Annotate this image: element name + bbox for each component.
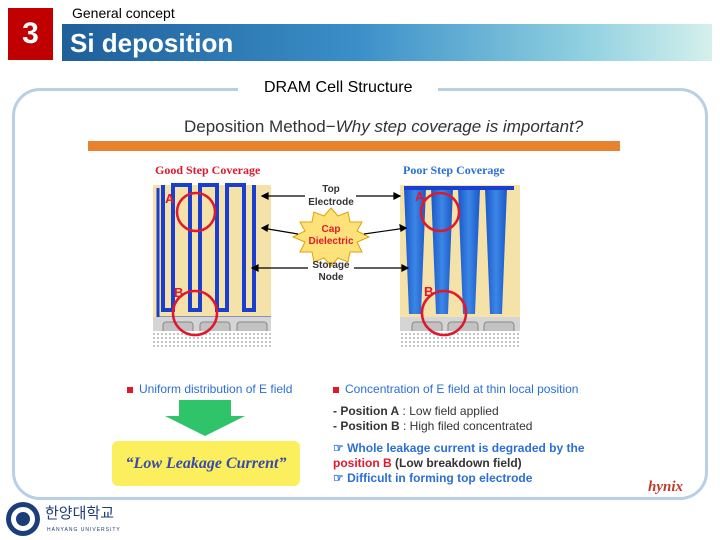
- low-leakage-result-box: “Low Leakage Current”: [112, 441, 300, 486]
- title-bar: [62, 24, 712, 61]
- leakage-note-line2: position B (Low breakdown field): [333, 456, 522, 470]
- university-seal-icon: [6, 502, 40, 536]
- orange-divider: [88, 141, 620, 151]
- frame-title: DRAM Cell Structure: [238, 79, 439, 97]
- bullet-square-icon: [333, 386, 339, 393]
- hynix-logo: hynix: [648, 479, 684, 495]
- uniform-distribution-text: Uniform distribution of E field: [139, 382, 293, 396]
- bullet-square-icon: [127, 386, 133, 393]
- poor-step-coverage-label: Poor Step Coverage: [403, 163, 505, 177]
- method-question: Why step coverage is important?: [335, 117, 584, 136]
- down-arrow-icon: [165, 400, 245, 436]
- position-a-label: - Position A: [333, 404, 400, 418]
- uniform-distribution-bullet: Uniform distribution of E field: [127, 382, 292, 396]
- section-label: General concept: [72, 5, 175, 21]
- position-b-label: - Position B: [333, 419, 400, 433]
- concentration-bullet: Concentration of E field at thin local p…: [333, 382, 578, 396]
- leakage-note-line1: ☞ Whole leakage current is degraded by t…: [333, 441, 585, 455]
- breakdown-field-text: (Low breakdown field): [391, 456, 522, 470]
- electrode-note: ☞ Difficult in forming top electrode: [333, 471, 533, 485]
- good-step-coverage-label: Good Step Coverage: [155, 163, 261, 177]
- university-name-english: HANYANG UNIVERSITY: [47, 527, 121, 533]
- deposition-method-heading: Deposition Method−Why step coverage is i…: [184, 117, 583, 137]
- slide-title: Si deposition: [70, 28, 234, 58]
- slide-number: 3: [8, 8, 53, 60]
- position-b-line: - Position B : High filed concentrated: [333, 419, 532, 433]
- position-b-emphasis: position B: [333, 456, 392, 470]
- position-b-value: : High filed concentrated: [399, 419, 533, 433]
- position-a-value: : Low field applied: [399, 404, 499, 418]
- method-label: Deposition Method−: [184, 117, 336, 136]
- position-a-line: - Position A : Low field applied: [333, 404, 499, 418]
- concentration-text: Concentration of E field at thin local p…: [345, 382, 579, 396]
- university-name-korean: 한양대학교: [45, 505, 115, 522]
